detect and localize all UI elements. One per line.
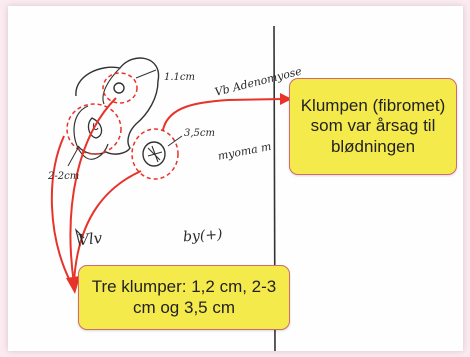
left-clump — [87, 117, 103, 139]
size-label-left: 2-2cm — [48, 171, 80, 182]
size-label-small: 1.1cm — [164, 72, 195, 83]
uterus-inner-line — [73, 105, 109, 160]
uterus-sketch — [50, 25, 292, 351]
handwritten-note-bottom: by(+) — [182, 226, 224, 246]
arrow-head-clumps — [66, 276, 80, 294]
large-clump — [142, 141, 166, 167]
large-clump-highlight — [131, 128, 179, 180]
arrow-head-fibroid — [280, 93, 292, 105]
small-clump — [113, 82, 125, 94]
arrow-from-large-clump — [73, 170, 142, 283]
small-clump-highlight — [102, 72, 138, 104]
callout-three-clumps: Tre klumper: 1,2 cm, 2-3 cm og 3,5 cm — [78, 265, 290, 330]
arrow-from-left-clump — [50, 135, 71, 282]
arrow-from-small-clump — [69, 97, 117, 285]
callout-fibroid: Klumpen (fibromet) som var årsag til blø… — [289, 78, 457, 175]
left-clump-highlight — [66, 103, 122, 155]
handwritten-note-left: Vlv — [77, 228, 103, 250]
uterus-fold — [102, 67, 121, 105]
size-label-large: 3,5cm — [184, 128, 215, 139]
handwritten-note-page: 1.1cm 2-2cm 3,5cm Vb Adenomyose myoma m … — [8, 6, 463, 351]
arrow-to-fibroid-callout — [162, 98, 285, 131]
